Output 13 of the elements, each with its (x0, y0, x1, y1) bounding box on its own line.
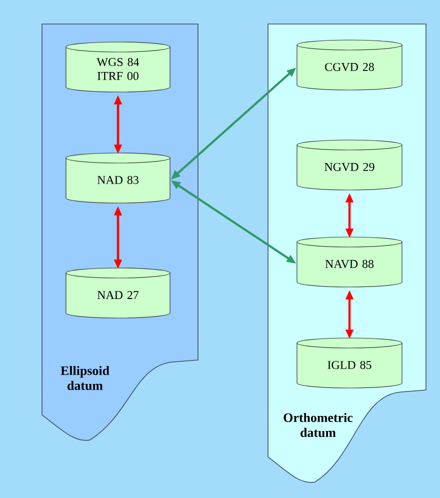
arrow (114, 95, 122, 154)
cylinder: WGS 84 ITRF 00 (66, 42, 170, 92)
arrow (345, 290, 354, 339)
arrow (345, 193, 354, 238)
cylinder: CGVD 28 (296, 40, 402, 90)
arrow (114, 206, 122, 269)
arrow (171, 180, 296, 264)
cylinder: NAD 27 (66, 268, 170, 318)
cylinder: NAD 83 (66, 152, 170, 204)
cylinder: NGVD 29 (296, 140, 402, 190)
arrow (170, 68, 296, 180)
cylinder: IGLD 85 (296, 338, 402, 388)
cylinder: NAVD 88 (296, 236, 402, 288)
